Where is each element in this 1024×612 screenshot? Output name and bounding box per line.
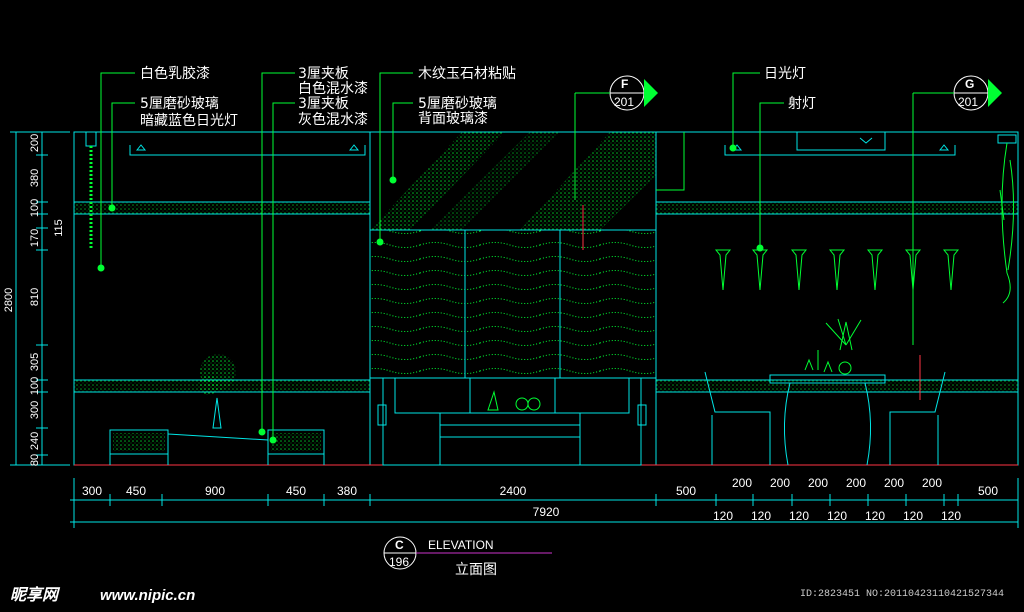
callout-blue-light: 暗藏蓝色日光灯 — [140, 112, 238, 129]
watermark: 昵享网 www.nipic.cn ID:2823451 NO:201104231… — [10, 585, 1004, 604]
dim-v-4: 170 — [29, 229, 41, 247]
dim-v-5: 115 — [53, 219, 65, 237]
dim-v-3: 100 — [29, 199, 41, 217]
left-sideboard — [109, 354, 325, 465]
dim-v-1: 200 — [29, 134, 41, 152]
dining-set — [704, 318, 946, 466]
watermark-id: ID:2823451 NO:20110423110421527344 — [800, 589, 1004, 600]
dim-h-12: 200 — [884, 476, 904, 490]
section-f-letter: F — [621, 77, 628, 91]
title-chinese: 立面图 — [455, 562, 497, 578]
dim-v-2: 380 — [29, 169, 41, 187]
dim-h-2: 450 — [126, 484, 146, 498]
dim-h-b1: 120 — [713, 509, 733, 523]
dim-h-8: 200 — [732, 476, 752, 490]
tv-cabinet — [377, 377, 647, 466]
dim-h-1: 300 — [82, 484, 102, 498]
central-panel — [369, 132, 657, 379]
callout-frosted-glass-2: 5厘磨砂玻璃 — [418, 95, 497, 112]
dim-h-10: 200 — [808, 476, 828, 490]
callout-glass-paint: 背面玻璃漆 — [418, 110, 488, 127]
ceiling-fixtures — [129, 132, 956, 156]
leader-lines — [97, 72, 784, 444]
dim-v-9: 300 — [29, 401, 41, 419]
dim-v-8: 100 — [29, 377, 41, 395]
watermark-site: 昵享网 — [10, 585, 61, 604]
dim-h-13: 200 — [922, 476, 942, 490]
dim-h-b6: 120 — [903, 509, 923, 523]
section-f-number: 201 — [614, 95, 634, 109]
left-hanging-element — [85, 131, 97, 250]
title-block: C 196 ELEVATION 立面图 — [383, 536, 552, 578]
dim-v-6: 810 — [29, 288, 41, 306]
watermark-url: www.nipic.cn — [100, 587, 195, 604]
title-number: 196 — [389, 555, 409, 569]
dim-h-total: 7920 — [533, 505, 560, 519]
dim-h-5: 380 — [337, 484, 357, 498]
vertical-dimension-lines — [10, 131, 70, 466]
dim-h-7: 500 — [676, 484, 696, 498]
dim-h-6: 2400 — [500, 484, 527, 498]
callout-spotlight: 射灯 — [788, 96, 816, 112]
dim-h-b4: 120 — [827, 509, 847, 523]
horizontal-dim-labels: 300 450 900 450 380 2400 500 200 200 200… — [82, 476, 998, 523]
horizontal-dimension-lines — [70, 478, 1019, 528]
callout-frosted-glass: 5厘磨砂玻璃 — [140, 95, 219, 112]
dim-h-b5: 120 — [865, 509, 885, 523]
dim-v-10: 240 — [29, 432, 41, 450]
dim-h-4: 450 — [286, 484, 306, 498]
wall-lamps — [714, 249, 960, 400]
dim-h-9: 200 — [770, 476, 790, 490]
dim-h-b3: 120 — [789, 509, 809, 523]
right-hanging-plant — [997, 134, 1017, 304]
section-g-number: 201 — [958, 95, 978, 109]
dim-v-7: 305 — [29, 353, 41, 371]
callout-texts: 白色乳胶漆 5厘磨砂玻璃 暗藏蓝色日光灯 3厘夹板 白色混水漆 3厘夹板 灰色混… — [140, 65, 816, 129]
callout-plywood-1: 3厘夹板 — [298, 66, 349, 82]
dim-h-b7: 120 — [941, 509, 961, 523]
section-g-letter: G — [965, 77, 974, 91]
title-english: ELEVATION — [428, 538, 494, 552]
dim-h-14: 500 — [978, 484, 998, 498]
callout-jade-stone: 木纹玉石材粘贴 — [418, 66, 516, 82]
dim-h-3: 900 — [205, 484, 225, 498]
section-mark-f — [574, 75, 658, 200]
callout-latex-paint: 白色乳胶漆 — [140, 65, 210, 82]
vertical-dim-labels: 2800 200 380 100 170 115 810 305 100 300… — [3, 134, 65, 466]
dim-h-11: 200 — [846, 476, 866, 490]
callout-fluorescent: 日光灯 — [764, 66, 806, 82]
callout-plywood-2: 3厘夹板 — [298, 96, 349, 112]
dim-h-b2: 120 — [751, 509, 771, 523]
dim-v-11: 80 — [29, 454, 41, 466]
dim-v-total: 2800 — [3, 288, 15, 312]
section-mark-g — [912, 75, 1002, 345]
callout-white-paint: 白色混水漆 — [298, 80, 368, 97]
title-letter: C — [395, 538, 404, 552]
callout-grey-paint: 灰色混水漆 — [298, 111, 368, 128]
